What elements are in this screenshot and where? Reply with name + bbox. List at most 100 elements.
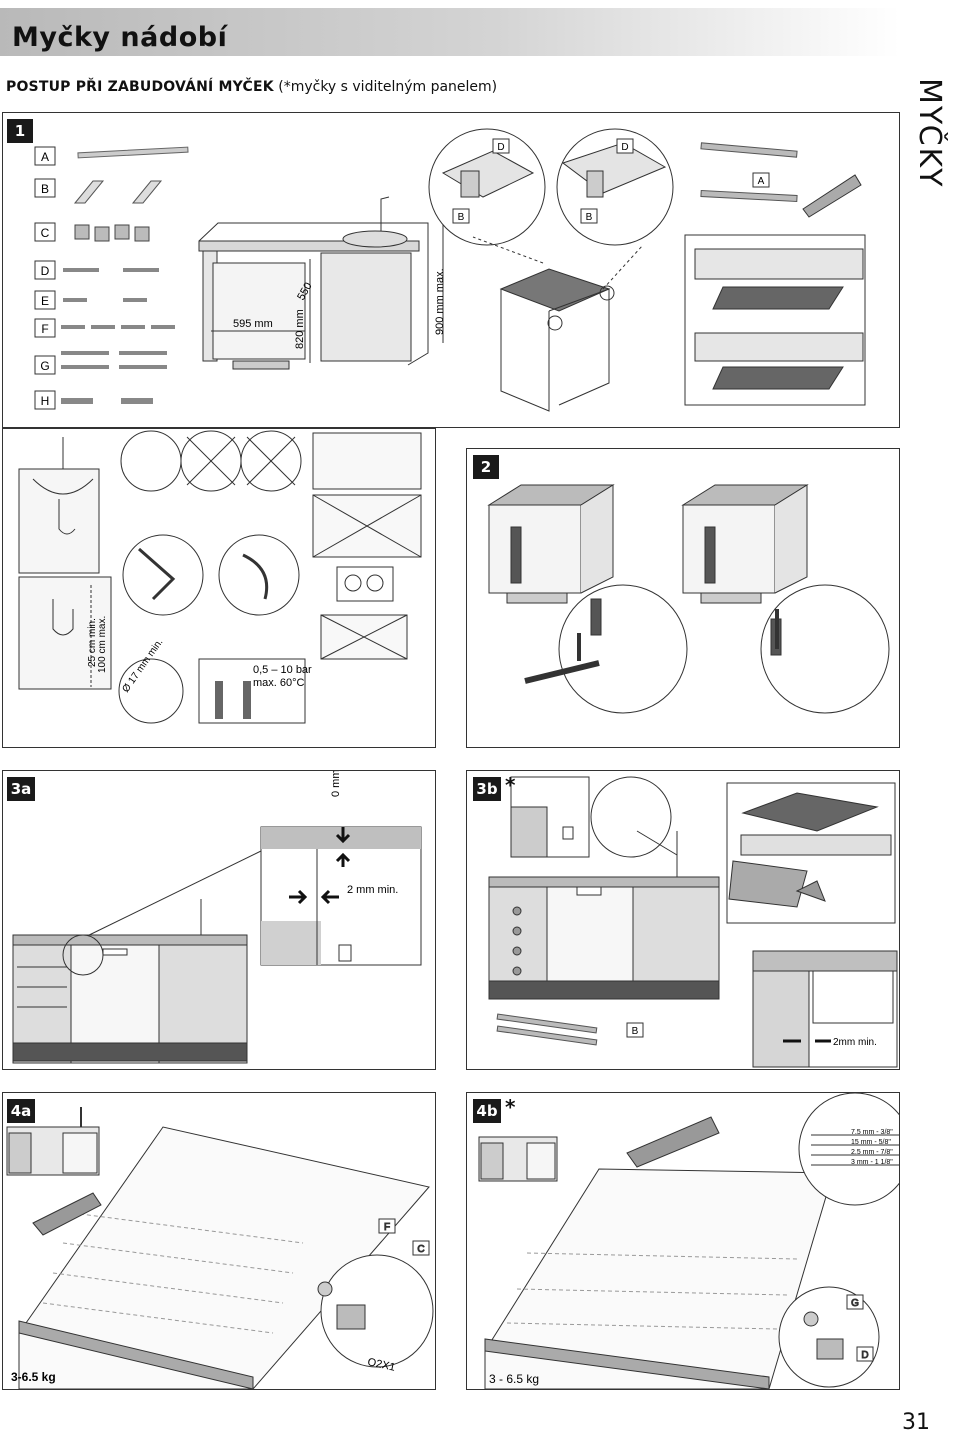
zoom-side-gap-3b <box>752 950 898 1068</box>
star-4b: * <box>505 1095 516 1119</box>
part-g: G <box>34 351 167 375</box>
drawer-front-detail <box>726 782 896 924</box>
dim-width: 595 mm <box>233 318 273 330</box>
valve-circles <box>118 430 302 724</box>
weight-label-4b: 3 - 6.5 kg <box>489 1372 539 1386</box>
template-sheet-4b <box>484 1116 834 1389</box>
hose-min-label: 25 cm min. <box>87 618 98 667</box>
dishwasher-left <box>487 484 615 604</box>
thickness-1: 7.5 mm - 3/8" <box>851 1129 893 1136</box>
gap-side-label: 2 mm min. <box>347 884 398 896</box>
strip-part-b: B <box>496 1013 644 1046</box>
svg-text:C: C <box>41 226 50 240</box>
socket-drawings <box>312 432 422 660</box>
svg-text:B: B <box>458 212 465 223</box>
thickness-table <box>798 1093 899 1206</box>
zoom-gap-detail <box>260 826 422 966</box>
panel-2: 2 <box>466 448 900 748</box>
side-label: MYČKY <box>912 78 947 189</box>
dim-height: 820 mm <box>294 309 306 349</box>
parts-list: A B C D E F G H <box>34 146 189 410</box>
kitchen-front-3a <box>12 899 248 1064</box>
svg-text:E: E <box>41 294 49 308</box>
panel-1: 1 A B C D E F G H 550 820 mm 5 <box>2 112 900 428</box>
mini-kitchen-4a <box>6 1107 100 1176</box>
panel-2-drawing <box>487 484 890 714</box>
template-sheet-4a <box>18 1126 430 1389</box>
page-number: 31 <box>902 1410 930 1435</box>
panel-3a: 3a 0 mm 2 mm min. <box>2 770 436 1070</box>
panel-3b: 3b * <box>466 770 900 1070</box>
pressure-label: 0,5 – 10 bar <box>253 664 312 676</box>
part-g-label-4b: G <box>851 1298 859 1309</box>
svg-text:A: A <box>758 176 765 187</box>
badge-3a: 3a <box>7 777 35 801</box>
panel-1-drawing: A B C D E F G H 550 820 mm 595 mm 900 mm… <box>34 128 866 412</box>
part-f-label-4a: F <box>384 1222 390 1233</box>
svg-text:D: D <box>621 142 628 153</box>
temperature-label: max. 60°C <box>253 677 305 689</box>
pressure-box <box>198 658 306 724</box>
template-code-4a: O2X1 <box>366 1356 396 1374</box>
mini-kitchen-4b <box>478 1136 558 1182</box>
panel-4b: 4b * 7.5 mm - 3/8" 15 mm - 5/8" 2.5 mm -… <box>466 1092 900 1390</box>
part-b: B <box>34 178 163 204</box>
gap-side-label-3b: 2mm min. <box>833 1037 877 1048</box>
connections-drawing: 25 cm min. 100 cm max. Ø 17 mm min. 0,5 … <box>18 430 422 724</box>
detail-zoom-right: D B <box>556 128 674 246</box>
badge-2: 2 <box>473 455 499 479</box>
part-f: F <box>34 318 175 338</box>
countertop-detail <box>684 174 866 406</box>
part-b-label-3b: B <box>632 1026 639 1037</box>
part-e: E <box>34 290 147 310</box>
badge-1: 1 <box>7 119 33 143</box>
panel-4b-drawing: 7.5 mm - 3/8" 15 mm - 5/8" 2.5 mm - 7/8"… <box>478 1093 899 1389</box>
svg-text:A: A <box>41 150 49 164</box>
screw-zoom-4b: G D <box>778 1286 880 1388</box>
panel-connections: 25 cm min. 100 cm max. Ø 17 mm min. 0,5 … <box>2 428 436 748</box>
dishwasher-right <box>681 484 809 604</box>
detail-zoom-left: D B <box>428 128 546 246</box>
part-c: C <box>34 222 150 242</box>
dim-max-height: 900 mm max. <box>434 268 446 335</box>
panel-3b-drawing: B 2mm min. <box>488 776 898 1068</box>
svg-text:B: B <box>41 182 49 196</box>
part-h: H <box>34 390 153 410</box>
svg-text:G: G <box>40 359 49 373</box>
adjust-foot-zoom-left <box>524 584 688 714</box>
svg-text:B: B <box>586 212 593 223</box>
svg-text:D: D <box>497 142 504 153</box>
thickness-2: 15 mm - 5/8" <box>851 1139 891 1146</box>
heading-normal: (*myčky s viditelným panelem) <box>273 79 498 95</box>
section-heading: POSTUP PŘI ZABUDOVÁNÍ MYČEK (*myčky s vi… <box>6 79 497 95</box>
kitchen-cabinet-drawing <box>198 196 444 370</box>
panel-4a-drawing: F C O2X1 3-6.5 kg <box>6 1107 434 1389</box>
gap-top-label: 0 mm <box>330 771 342 797</box>
hose-max-label: 100 cm max. <box>97 616 108 673</box>
part-d-label-4b: D <box>861 1350 868 1361</box>
svg-text:D: D <box>41 264 50 278</box>
part-d: D <box>34 260 159 280</box>
svg-text:H: H <box>41 394 50 408</box>
screw-zoom-4a: F C <box>317 1218 434 1368</box>
thickness-4: 3 mm - 1 1/8" <box>851 1159 893 1166</box>
panel-4a: 4a F C O2X1 3-6.5 kg <box>2 1092 436 1390</box>
sink-drain-drawing <box>18 437 112 690</box>
part-c-label-4a: C <box>417 1244 424 1255</box>
badge-3b: 3b <box>473 777 501 801</box>
page-title: Myčky nádobí <box>12 22 228 53</box>
detail-sq-3b <box>510 776 678 858</box>
panel-3a-drawing: 0 mm 2 mm min. <box>12 771 422 1064</box>
kitchen-front-3b <box>488 831 720 1000</box>
star-3b: * <box>505 773 516 797</box>
weight-label-4a: 3-6.5 kg <box>11 1370 56 1384</box>
badge-4b: 4b <box>473 1099 501 1123</box>
svg-text:F: F <box>41 322 48 336</box>
page-header-bar: Myčky nádobí <box>0 8 900 56</box>
thickness-3: 2.5 mm - 7/8" <box>851 1149 893 1156</box>
part-a-strip: A <box>700 142 798 203</box>
badge-4a: 4a <box>7 1099 35 1123</box>
heading-bold: POSTUP PŘI ZABUDOVÁNÍ MYČEK <box>6 79 274 95</box>
part-a: A <box>34 146 189 166</box>
adjust-foot-zoom-right <box>760 584 890 714</box>
